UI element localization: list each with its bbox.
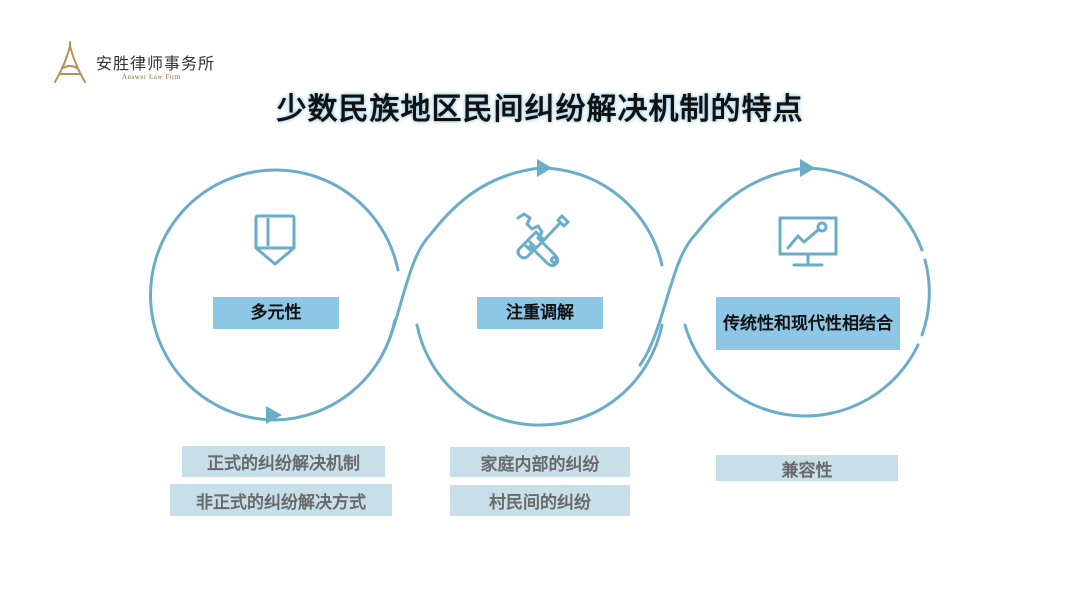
detail-informal-methods: 非正式的纠纷解决方式 — [170, 484, 392, 516]
detail-villager-disputes: 村民间的纠纷 — [450, 485, 630, 516]
circle-2-arc — [538, 166, 664, 267]
detail-family-disputes: 家庭内部的纠纷 — [450, 447, 630, 477]
logo-name-en: Answer Law Firm — [122, 73, 181, 81]
detail-compatibility: 兼容性 — [716, 455, 898, 481]
circle-1-arc — [149, 168, 400, 422]
feature-label-mediation: 注重调解 — [477, 297, 603, 329]
circle-2-bottom-arc — [415, 323, 664, 427]
connector-1-2 — [376, 166, 542, 364]
monitor-chart-icon — [778, 216, 838, 267]
arrow-right-icon — [800, 159, 815, 177]
arrow-right-icon — [537, 159, 552, 177]
feature-label-diversity: 多元性 — [213, 297, 339, 329]
circle-3-arc — [803, 166, 924, 252]
connector-2-3 — [638, 166, 807, 367]
circle-3-bottom-arc — [683, 323, 920, 418]
detail-formal-mechanism: 正式的纠纷解决机制 — [182, 446, 385, 477]
feature-label-tradition-modern: 传统性和现代性相结合 — [716, 297, 900, 350]
bookmark-down-icon — [254, 214, 296, 266]
eiffel-tower-logo-icon — [54, 41, 86, 83]
page-title: 少数民族地区民间纠纷解决机制的特点 — [276, 92, 804, 127]
arrow-right-icon — [266, 406, 282, 424]
circle-3-right-arc — [920, 258, 931, 337]
logo: 安胜律师事务所 Answer Law Firm — [50, 40, 250, 90]
logo-name-cn: 安胜律师事务所 — [96, 54, 216, 73]
wrench-screwdriver-icon — [516, 212, 570, 268]
